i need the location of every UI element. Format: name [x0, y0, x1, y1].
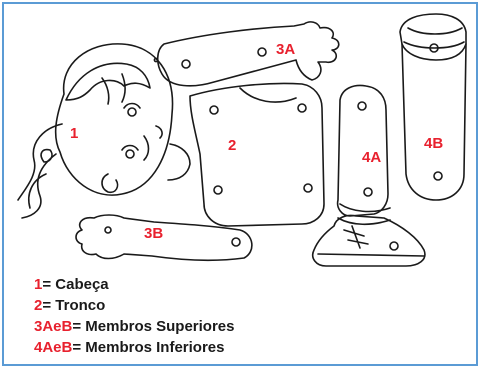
label-arm-3b: 3B	[144, 226, 163, 241]
worksheet-frame: 1 2 3A 3B 4A 4B 1= Cabeça 2= Tronco 3AeB…	[2, 2, 478, 366]
label-head: 1	[70, 126, 78, 141]
legend-item-arms: 3AeB= Membros Superiores	[34, 316, 235, 337]
label-leg-4b: 4B	[424, 136, 443, 151]
legend-item-legs: 4AeB= Membros Inferiores	[34, 337, 235, 358]
legend-text: = Cabeça	[42, 276, 108, 293]
leg-piece-4a	[313, 86, 425, 266]
label-arm-3a: 3A	[276, 42, 295, 57]
legend-text: = Membros Superiores	[72, 318, 234, 335]
torso-piece	[190, 84, 324, 227]
label-leg-4a: 4A	[362, 150, 381, 165]
legend-item-head: 1= Cabeça	[34, 274, 235, 295]
legend-text: = Tronco	[42, 297, 105, 314]
arm-piece-3a	[158, 22, 339, 86]
legend-key: 3AeB	[34, 318, 72, 335]
label-torso: 2	[228, 138, 236, 153]
leg-piece-4b	[400, 14, 466, 200]
puppet-illustration: 1 2 3A 3B 4A 4B	[4, 4, 476, 272]
legend-text: = Membros Inferiores	[72, 339, 224, 356]
legend: 1= Cabeça 2= Tronco 3AeB= Membros Superi…	[34, 274, 235, 358]
legend-key: 4AeB	[34, 339, 72, 356]
arm-piece-3b	[76, 215, 252, 260]
legend-item-torso: 2= Tronco	[34, 295, 235, 316]
head-piece	[18, 44, 190, 218]
